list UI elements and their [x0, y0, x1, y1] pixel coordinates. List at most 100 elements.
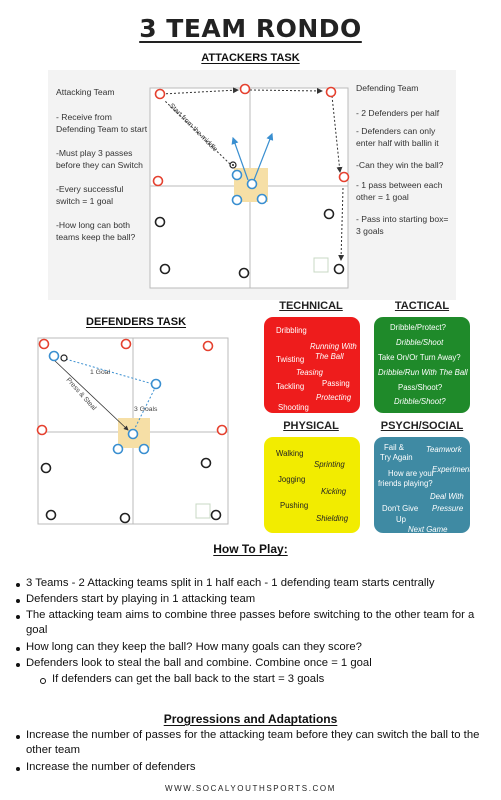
- attacker-black: [210, 509, 222, 521]
- corner-item: Teamwork: [426, 445, 462, 454]
- note-item: -How long can both teams keep the ball?: [56, 220, 136, 242]
- pass-arrow: [331, 95, 343, 173]
- bullet-icon: [16, 599, 20, 603]
- corner-item: Fail &: [384, 443, 404, 452]
- attacker-black: [333, 263, 345, 275]
- bullet-icon: [16, 647, 20, 651]
- bullet-icon: [16, 735, 20, 739]
- attacker-red: [36, 424, 48, 436]
- watermark-logo: [313, 257, 329, 273]
- corner-item: Dribble/Shoot: [396, 338, 444, 347]
- corner-item: Next Game: [408, 525, 448, 533]
- defender-blue: [127, 428, 139, 440]
- defender-blue: [150, 378, 162, 390]
- attacker-red: [38, 338, 50, 350]
- tactical-title: TACTICAL: [394, 300, 450, 312]
- attacker-black: [200, 457, 212, 469]
- corner-item: Shooting: [278, 403, 309, 412]
- corner-item: Dribble/Protect?: [390, 323, 446, 332]
- corner-item: Running With: [310, 342, 357, 351]
- corner-item: Dribble/Run With The Ball: [378, 368, 468, 377]
- corner-item: Walking: [276, 449, 304, 458]
- corner-item: Passing: [322, 379, 350, 388]
- physical-title: PHYSICAL: [283, 420, 339, 432]
- corner-item: Pass/Shoot?: [398, 383, 443, 392]
- corner-item: Tackling: [276, 382, 305, 391]
- defenders-task-heading: DEFENDERS TASK: [86, 316, 187, 328]
- attacker-black: [45, 509, 57, 521]
- attacker-black: [323, 208, 335, 220]
- technical-card: Dribbling Running With The Ball Twisting…: [264, 317, 360, 413]
- attacker-red: [338, 171, 350, 183]
- press-arrow: [53, 359, 129, 431]
- corner-item: Twisting: [276, 355, 305, 364]
- corner-item: Kicking: [321, 487, 347, 496]
- list-item: Increase the number of defenders: [26, 761, 196, 773]
- attacker-red: [202, 340, 214, 352]
- note-title: Defending Team: [356, 83, 419, 93]
- goals-label: 3 Goals: [134, 406, 158, 413]
- corner-item: The Ball: [315, 352, 344, 361]
- defender-blue: [256, 193, 268, 205]
- attacker-red: [120, 338, 132, 350]
- defenders-diagram: 1 Goal Press & Steal 3 Goals: [36, 337, 229, 525]
- defender-blue: [48, 350, 60, 362]
- corner-item: Don't Give: [382, 504, 419, 513]
- run-arrow: [253, 132, 274, 181]
- tactical-card: Dribble/Protect? Dribble/Shoot Take On/O…: [374, 317, 470, 413]
- list-item: How long can they keep the ball? How man…: [26, 641, 362, 653]
- attacker-black: [159, 263, 171, 275]
- corner-item: Sprinting: [314, 460, 345, 469]
- corner-item: Dribbling: [276, 326, 307, 335]
- ball-icon: [60, 354, 68, 362]
- footer-url[interactable]: WWW.SOCALYOUTHSPORTS.COM: [165, 784, 336, 793]
- defending-team-notes: Defending Team - 2 Defenders per half - …: [356, 82, 454, 243]
- attacker-black: [154, 216, 166, 228]
- psych-title: PSYCH/SOCIAL: [380, 420, 464, 432]
- pass-arrow: [161, 87, 239, 95]
- corner-item: Pressure: [432, 504, 464, 513]
- note-title: Attacking Team: [56, 87, 115, 97]
- list-item: Defenders look to steal the ball and com…: [26, 657, 372, 669]
- progressions-heading: Progressions and Adaptations: [163, 712, 338, 726]
- note-item: - Receive from Defending Team to start: [56, 112, 148, 134]
- pass-arrow: [338, 187, 345, 261]
- note-item: -Must play 3 passes before they can Swit…: [56, 148, 143, 170]
- corner-item: Pushing: [280, 501, 309, 510]
- list-item: 3 Teams - 2 Attacking teams split in 1 h…: [26, 577, 435, 589]
- attacker-red: [239, 83, 251, 95]
- attackers-diagram: Start from the middle: [149, 83, 350, 289]
- corner-item: Try Again: [380, 453, 413, 462]
- note-item: - Defenders can only enter half with bal…: [356, 126, 439, 148]
- attacking-team-notes: Attacking Team - Receive from Defending …: [56, 86, 148, 249]
- corner-item: Jogging: [278, 475, 306, 484]
- corner-item: Dribble/Shoot?: [394, 397, 446, 406]
- corner-item: Deal With: [430, 492, 464, 501]
- corner-item: Experiment: [432, 465, 470, 474]
- corner-item: Take On/Or Turn Away?: [378, 353, 461, 362]
- note-item: - 2 Defenders per half: [356, 108, 440, 118]
- attackers-task-heading: ATTACKERS TASK: [201, 52, 300, 64]
- corner-item: Teasing: [296, 368, 324, 377]
- page-title: 3 TEAM RONDO: [139, 14, 362, 43]
- defender-blue: [246, 178, 258, 190]
- note-item: - 1 pass between each other = 1 goal: [356, 180, 443, 202]
- defender-blue: [231, 169, 243, 181]
- bullet-icon: [16, 663, 20, 667]
- physical-card: Walking Sprinting Jogging Kicking Pushin…: [264, 437, 360, 533]
- defender-blue: [112, 443, 124, 455]
- attacker-black: [119, 512, 131, 524]
- corner-item: How are your: [388, 469, 435, 478]
- attacker-black: [40, 462, 52, 474]
- pass-arrow: [249, 87, 323, 94]
- run-arrow: [231, 136, 249, 181]
- attacker-red: [325, 86, 337, 98]
- defender-blue: [231, 194, 243, 206]
- defender-blue: [138, 443, 150, 455]
- attacker-red: [154, 88, 166, 100]
- technical-title: TECHNICAL: [279, 300, 343, 312]
- bullet-icon: [16, 615, 20, 619]
- circle-bullet-icon: [40, 678, 46, 684]
- corner-item: Up: [396, 515, 406, 524]
- note-item: -Every successful switch = 1 goal: [56, 184, 124, 206]
